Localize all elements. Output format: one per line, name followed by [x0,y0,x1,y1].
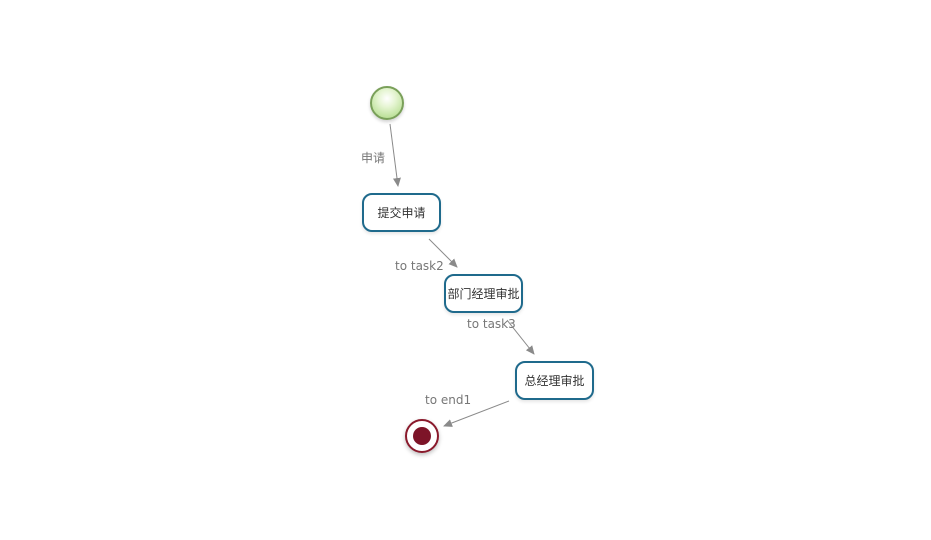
task-node-general-manager-approval[interactable]: 总经理审批 [515,361,594,400]
task-label: 总经理审批 [524,374,585,388]
transition-label-to-task2: to task2 [395,259,444,273]
transition-line-task1-to-task2[interactable] [428,238,458,268]
transition-label-to-end1: to end1 [425,393,472,407]
transition-label-apply: 申请 [361,151,386,165]
transition-line-start-to-task1[interactable] [389,123,401,187]
transition-line-task2-to-task3[interactable] [506,319,535,355]
task-node-submit-application[interactable]: 提交申请 [362,193,441,232]
end-event-core [413,427,431,445]
task-label: 部门经理审批 [447,287,520,301]
task-node-department-manager-approval[interactable]: 部门经理审批 [444,274,523,313]
task-label: 提交申请 [377,206,426,220]
end-event-circle[interactable] [405,419,439,453]
transition-label-to-task3: to task3 [467,317,516,331]
transition-line-task3-to-end[interactable] [443,400,510,427]
start-event-circle[interactable] [370,86,404,120]
